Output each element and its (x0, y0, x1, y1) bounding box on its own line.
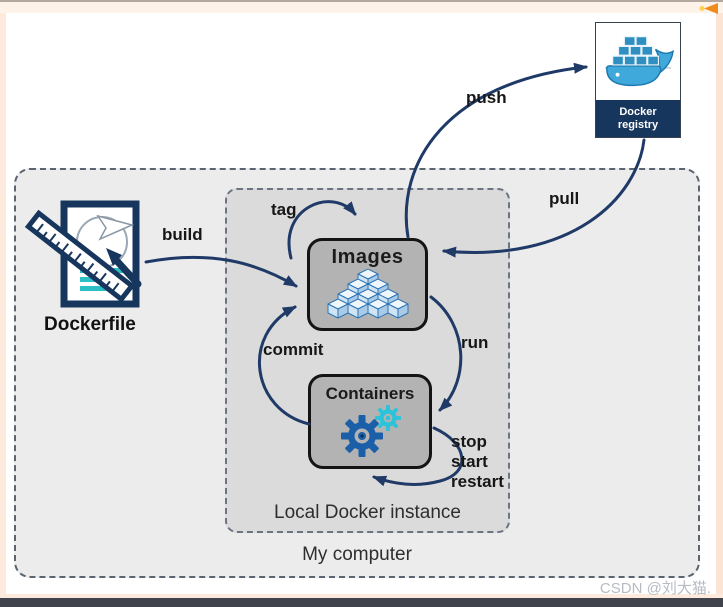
tag-label: tag (271, 200, 297, 219)
stop-label: stop (451, 432, 487, 451)
cursor-marker-icon (698, 2, 720, 21)
window-left-strip (0, 13, 6, 598)
push-label: push (466, 88, 507, 107)
commit-label: commit (263, 340, 324, 359)
docker-whale-icon (596, 23, 680, 100)
docker-registry-node: Docker registry (595, 22, 681, 138)
restart-label: restart (451, 472, 504, 491)
dockerfile-label: Dockerfile (44, 314, 136, 335)
my-computer-label: My computer (302, 544, 412, 565)
local-docker-instance-label: Local Docker instance (274, 502, 461, 523)
build-label: build (162, 225, 203, 244)
start-label: start (451, 452, 488, 471)
containers-node-label: Containers (325, 384, 415, 403)
stop-start-restart-labels: stop start restart (451, 432, 504, 492)
window-bottom-bar (0, 598, 723, 607)
window-top-strip (0, 0, 723, 13)
gears-icon (332, 404, 408, 462)
images-node-label: Images (331, 246, 404, 268)
window-right-strip (716, 13, 723, 598)
images-node: Images (307, 238, 428, 331)
cubes-icon (322, 268, 414, 325)
pull-label: pull (549, 189, 580, 208)
containers-node: Containers (308, 374, 432, 469)
run-label: run (461, 333, 489, 352)
watermark: CSDN @刘大猫. (599, 580, 711, 597)
docker-registry-label: Docker registry (596, 100, 680, 137)
dockerfile-icon (24, 192, 158, 318)
window-bottom-strip (0, 594, 723, 598)
